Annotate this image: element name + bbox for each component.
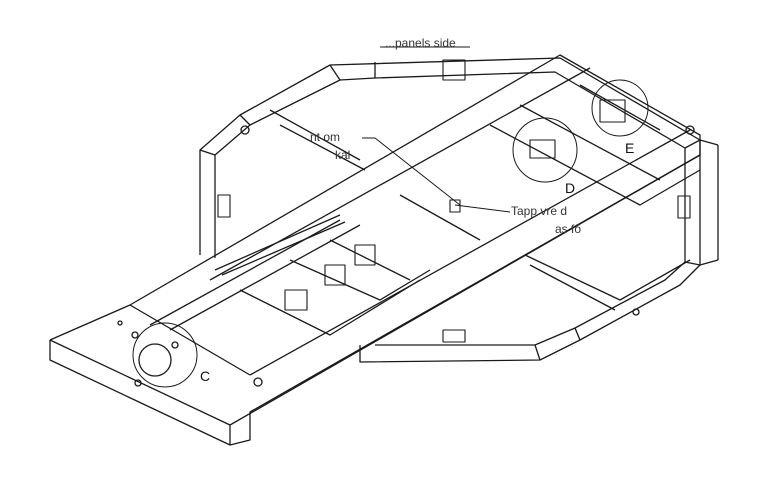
brackets <box>217 59 691 343</box>
label-note-left-2: kal <box>335 148 351 162</box>
label-note-left-1: nt om <box>310 130 341 144</box>
label-top-partial: ...panels side <box>385 36 456 50</box>
main-beam <box>49 54 701 446</box>
cross-members <box>239 84 701 336</box>
label-note-right-2: as fö <box>555 222 582 236</box>
outer-frame <box>199 57 719 363</box>
detail-label-e: E <box>625 140 635 156</box>
leader-lines <box>362 46 511 213</box>
detail-label-d: D <box>565 180 576 196</box>
detail-label-c: C <box>200 368 211 384</box>
detail-circles <box>132 79 649 388</box>
end-plate-holes <box>117 125 695 387</box>
label-note-right-1: Tapp vre d <box>511 204 568 218</box>
